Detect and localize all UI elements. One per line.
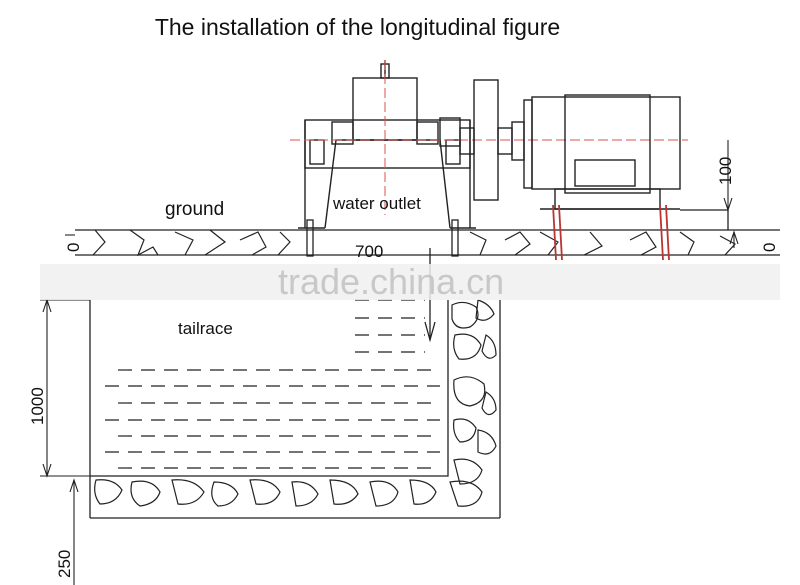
- motor: [523, 94, 681, 210]
- water-outlet-label: water outlet: [332, 194, 421, 213]
- watermark: trade.china.cn: [278, 261, 504, 302]
- anchor-bolts: [306, 219, 459, 257]
- stone-masonry: [94, 299, 497, 507]
- motor-base-block: [680, 209, 729, 230]
- ground-surface: [75, 229, 780, 257]
- motor-anchor-bolts: [552, 204, 670, 261]
- ground-label: ground: [165, 199, 224, 220]
- tailrace-depth-dimension: 1000: [28, 387, 47, 425]
- right-level-dimension: 0: [760, 243, 779, 252]
- motor-height-dimension: 100: [716, 157, 735, 185]
- watermark-band: [40, 264, 780, 300]
- tailrace-pit: [89, 300, 501, 519]
- centerlines: [290, 60, 688, 215]
- tailrace-label: tailrace: [178, 319, 233, 338]
- diagram-title: The installation of the longitudinal fig…: [154, 14, 561, 40]
- base-thickness-dimension: 250: [55, 550, 74, 578]
- left-level-dimension: 0: [64, 243, 83, 252]
- water-lines: [105, 299, 440, 469]
- top-width-dimension: 700: [355, 242, 383, 261]
